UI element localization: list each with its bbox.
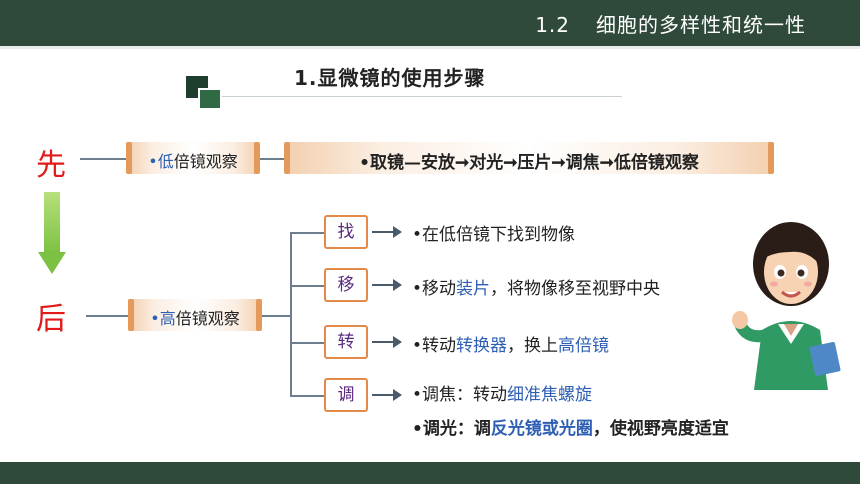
low-power-sequence-box: •取镜—安放➞对光➞压片➞调焦➞低倍镜观察 (284, 142, 774, 174)
branch-line (290, 342, 324, 344)
teacher-illustration-icon (732, 222, 841, 390)
branch-line (290, 232, 324, 234)
low-power-label: •低倍镜观察 (148, 152, 238, 171)
connector-line (260, 158, 284, 160)
branch-line (290, 232, 292, 396)
branch-line (290, 395, 324, 397)
step-box-move: 移 (324, 268, 368, 302)
label-after: 后 (36, 302, 66, 337)
header-text: 细胞的多样性和统一性 (596, 13, 806, 37)
label-first: 先 (36, 148, 66, 183)
step-text-turn: •转动转换器，换上高倍镜 (412, 336, 610, 356)
arrow-right-icon (372, 279, 402, 291)
title-underline (222, 96, 622, 97)
down-arrow-icon (38, 252, 66, 274)
footer-bar (0, 462, 860, 484)
step-text-focus: •调焦：转动细准焦螺旋 (412, 385, 593, 405)
connector-line (80, 158, 126, 160)
connector-line (262, 315, 292, 317)
step-text-find: •在低倍镜下找到物像 (412, 225, 576, 245)
header-divider (0, 46, 860, 49)
arrow-right-icon (372, 226, 402, 238)
connector-line (86, 315, 128, 317)
low-power-sequence: •取镜—安放➞对光➞压片➞调焦➞低倍镜观察 (359, 153, 699, 173)
section-title: 1.显微镜的使用步骤 (294, 66, 486, 90)
high-power-box: •高倍镜观察 (128, 299, 262, 331)
header-number: 1.2 (535, 13, 570, 37)
arrow-right-icon (372, 336, 402, 348)
step-box-turn: 转 (324, 325, 368, 359)
step-text-light: •调光：调反光镜或光圈，使视野亮度适宜 (412, 419, 729, 439)
low-power-box: •低倍镜观察 (126, 142, 260, 174)
arrow-right-icon (372, 389, 402, 401)
down-arrow-shaft (44, 192, 60, 254)
step-box-adjust: 调 (324, 378, 368, 412)
header-title: 1.2 细胞的多样性和统一性 (535, 9, 806, 38)
header-bar: 1.2 细胞的多样性和统一性 (0, 0, 860, 46)
decor-square-green (198, 88, 222, 110)
branch-line (290, 285, 324, 287)
step-text-move: •移动装片，将物像移至视野中央 (412, 279, 661, 299)
step-box-find: 找 (324, 215, 368, 249)
high-power-label: •高倍镜观察 (150, 309, 240, 328)
